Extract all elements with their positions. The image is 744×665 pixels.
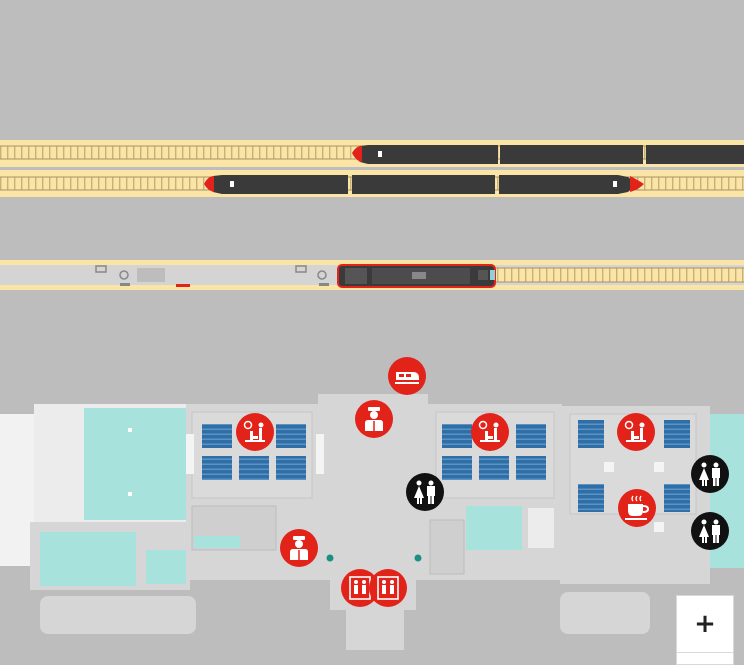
waiting-room-icon	[243, 420, 265, 442]
staff-icon	[365, 407, 383, 431]
train-icon	[395, 372, 419, 384]
zoom-control-edge	[676, 653, 734, 665]
marker-waiting-area-west[interactable]	[236, 413, 274, 451]
train-lower[interactable]	[337, 264, 496, 288]
marker-cafe[interactable]	[618, 489, 656, 527]
staff-icon	[290, 536, 308, 560]
toilets-icon	[699, 519, 720, 543]
coffee-icon	[625, 495, 650, 520]
seating-center	[442, 424, 546, 480]
marker-toilets-center[interactable]	[406, 473, 444, 511]
marker-elevator-right[interactable]	[369, 569, 407, 607]
marker-train-station[interactable]	[388, 357, 426, 395]
seating-west	[202, 424, 306, 480]
marker-ticket-office[interactable]	[355, 400, 393, 438]
waiting-room-icon	[624, 420, 646, 442]
platform-fixtures	[95, 265, 329, 287]
marker-toilets-east-lower[interactable]	[691, 512, 729, 550]
train-upper[interactable]	[352, 145, 744, 164]
toilets-icon	[414, 480, 435, 504]
marker-waiting-area-center[interactable]	[471, 413, 509, 451]
elevator-icon	[377, 576, 399, 600]
marker-toilets-east-upper[interactable]	[691, 455, 729, 493]
toilets-icon	[699, 462, 720, 486]
waiting-room-icon	[478, 420, 500, 442]
marker-service-staff[interactable]	[280, 529, 318, 567]
seating-east	[578, 420, 690, 512]
zoom-in-button[interactable]: +	[676, 595, 734, 653]
train-middle[interactable]	[204, 175, 644, 194]
marker-waiting-area-east[interactable]	[617, 413, 655, 451]
